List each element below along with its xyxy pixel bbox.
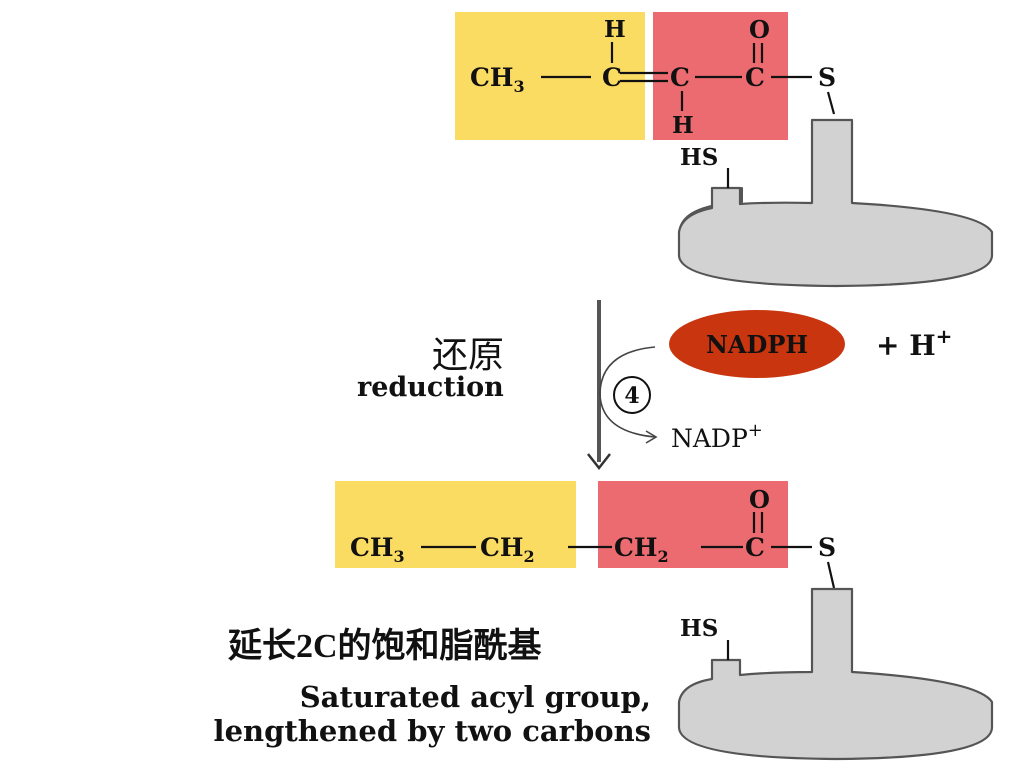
bottom-ch3-label: CH3 xyxy=(350,533,405,566)
caption-cn: 延长2C的饱和脂酰基 xyxy=(228,628,542,665)
bottom-red-box xyxy=(598,481,788,568)
nadph-label: NADPH xyxy=(706,330,808,359)
bottom-enzyme-outline xyxy=(677,587,994,761)
top-h-upper: H xyxy=(604,16,626,43)
top-hs-label: HS xyxy=(680,144,718,171)
reduction-label-cn: 还原 xyxy=(432,335,505,375)
top-oxygen-label: O xyxy=(749,15,770,44)
bottom-ch2a-label: CH2 xyxy=(480,533,535,566)
caption-en-line1: Saturated acyl group, xyxy=(299,680,651,714)
reaction-step: 4 NADPH + H+ NADP+ xyxy=(587,300,952,471)
caption-en: Saturated acyl group, lengthened by two … xyxy=(26,680,651,748)
reduction-label-en: reduction xyxy=(357,372,504,403)
bottom-ch2b-label: CH2 xyxy=(614,533,669,566)
bottom-yellow-box xyxy=(335,481,576,568)
bottom-bond-s-arm xyxy=(826,561,836,589)
bottom-hs-label: HS xyxy=(680,615,718,642)
top-c3-label: C xyxy=(745,63,765,92)
step-number: 4 xyxy=(624,383,639,409)
bottom-oxygen-label: O xyxy=(749,485,770,514)
nadph-oval xyxy=(669,310,845,378)
top-c2-label: C xyxy=(670,63,690,92)
top-molecule: CH3 H C C H O C S xyxy=(455,12,836,140)
caption-en-line2: lengthened by two carbons xyxy=(213,714,651,748)
plus-h-label: + H+ xyxy=(876,324,952,362)
nadp-label: NADP+ xyxy=(671,420,763,453)
step-number-circle xyxy=(613,376,651,414)
cofactor-curve-arrowhead xyxy=(645,430,658,444)
top-ch3-label: CH3 xyxy=(470,63,525,96)
bottom-molecule: CH3 CH2 CH2 O C S xyxy=(335,481,836,589)
main-arrowhead xyxy=(587,453,611,471)
bottom-sulfur-label: S xyxy=(818,533,836,562)
top-bond-s-arm xyxy=(826,91,836,115)
top-sulfur-label: S xyxy=(818,63,836,92)
top-enzyme-outline xyxy=(677,118,994,288)
bottom-enzyme: HS xyxy=(677,587,994,761)
top-enzyme: HS xyxy=(677,118,994,288)
top-h-lower: H xyxy=(672,112,694,139)
top-c1-label: C xyxy=(602,63,622,92)
bottom-c-label: C xyxy=(745,533,765,562)
cofactor-curve-arrow xyxy=(599,346,656,438)
